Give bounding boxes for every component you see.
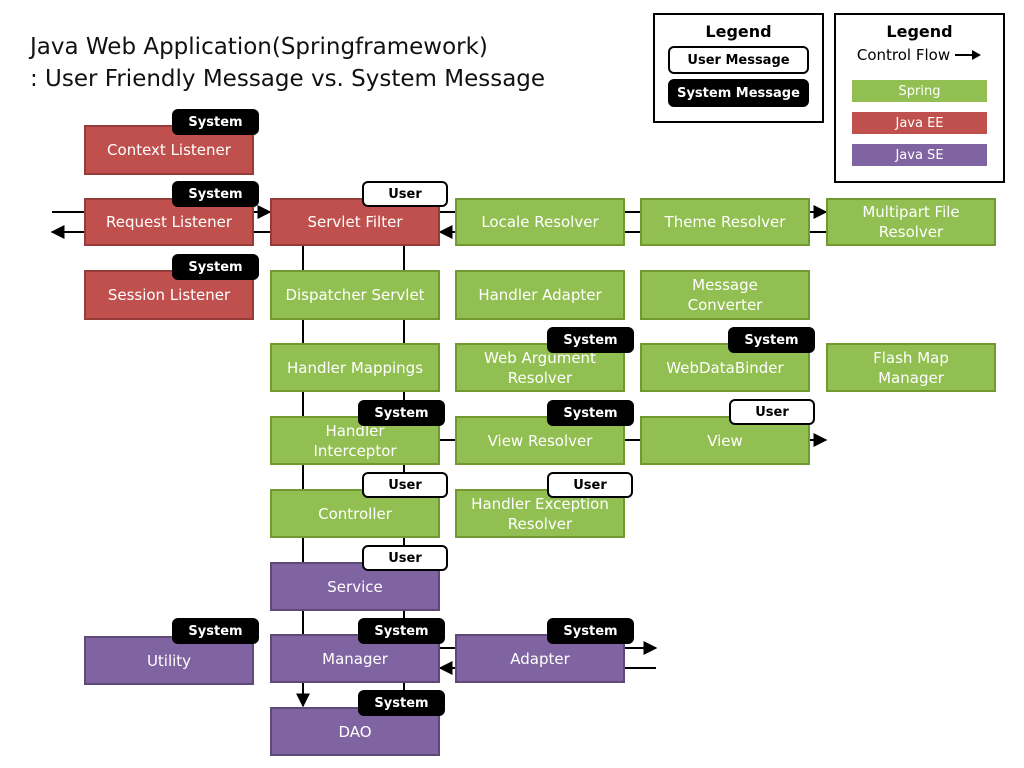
message-legend-title: Legend: [705, 22, 772, 41]
handler-mappings-box: Handler Mappings: [270, 343, 440, 392]
flash-map-manager-label: Flash Map Manager: [873, 348, 949, 387]
legend-user-message: User Message: [668, 46, 809, 74]
layer-legend-title: Legend: [886, 22, 953, 41]
arrow-right-icon: [955, 50, 982, 60]
view-label: View: [707, 431, 743, 450]
session-listener-label: Session Listener: [107, 286, 231, 304]
utility-system-tag: System: [172, 618, 259, 644]
utility-label: Utility: [146, 651, 192, 670]
adapter-label: Adapter: [510, 649, 570, 668]
request-listener-label: Request Listener: [105, 213, 233, 231]
handler-interceptor-label: Handler Interceptor: [313, 421, 397, 460]
servlet-filter-label: Servlet Filter: [307, 213, 403, 231]
handler-exception-resolver-label: Handler Exception Resolver: [471, 494, 609, 533]
flash-map-manager-box: Flash Map Manager: [826, 343, 996, 392]
handler-adapter-label: Handler Adapter: [478, 286, 602, 304]
servlet-filter-box: Servlet Filter: [270, 198, 440, 246]
view-user-tag: User: [729, 399, 815, 425]
handler-mappings-label: Handler Mappings: [286, 358, 424, 377]
legend-java-ee-swatch: Java EE: [850, 110, 989, 136]
context-listener-label: Context Listener: [107, 141, 231, 159]
handler-exception-resolver-user-tag: User: [547, 472, 633, 498]
handler-interceptor-system-tag: System: [358, 400, 445, 426]
legend-system-message: System Message: [668, 79, 809, 107]
manager-system-tag: System: [358, 618, 445, 644]
request-listener-system-tag: System: [172, 181, 259, 207]
message-converter-box: Message Converter: [640, 270, 810, 320]
message-legend: Legend User Message System Message: [653, 13, 824, 123]
legend-java-se-swatch: Java SE: [850, 142, 989, 168]
dispatcher-servlet-label: Dispatcher Servlet: [285, 286, 425, 304]
multipart-file-resolver-box: Multipart File Resolver: [826, 198, 996, 246]
dao-system-tag: System: [358, 690, 445, 716]
webdatabinder-label: WebDataBinder: [666, 358, 784, 377]
utility-box: Utility: [84, 636, 254, 685]
webdatabinder-system-tag: System: [728, 327, 815, 353]
handler-adapter-box: Handler Adapter: [455, 270, 625, 320]
service-label: Service: [327, 577, 383, 596]
adapter-system-tag: System: [547, 618, 634, 644]
locale-resolver-label: Locale Resolver: [481, 213, 599, 231]
webdatabinder-box: WebDataBinder: [640, 343, 810, 392]
diagram-title-line1: Java Web Application(Springframework): [30, 34, 488, 60]
adapter-box: Adapter: [455, 634, 625, 683]
servlet-filter-user-tag: User: [362, 181, 448, 207]
context-listener-system-tag: System: [172, 109, 259, 135]
web-argument-resolver-label: Web Argument Resolver: [484, 348, 596, 387]
service-box: Service: [270, 562, 440, 611]
diagram-title-line2: : User Friendly Message vs. System Messa…: [30, 66, 546, 92]
web-argument-resolver-box: Web Argument Resolver: [455, 343, 625, 392]
manager-label: Manager: [322, 649, 388, 668]
message-converter-label: Message Converter: [687, 276, 763, 314]
view-box: View: [640, 416, 810, 465]
theme-resolver-label: Theme Resolver: [664, 213, 786, 231]
legend-control-flow: Control Flow: [836, 44, 1003, 66]
web-argument-resolver-system-tag: System: [547, 327, 634, 353]
multipart-file-resolver-label: Multipart File Resolver: [862, 203, 960, 241]
service-user-tag: User: [362, 545, 448, 571]
view-resolver-system-tag: System: [547, 400, 634, 426]
session-listener-box: Session Listener: [84, 270, 254, 320]
dispatcher-servlet-box: Dispatcher Servlet: [270, 270, 440, 320]
locale-resolver-box: Locale Resolver: [455, 198, 625, 246]
legend-spring-swatch: Spring: [850, 78, 989, 104]
layer-legend: Legend Control Flow Spring Java EE Java …: [834, 13, 1005, 183]
dao-label: DAO: [338, 722, 372, 741]
theme-resolver-box: Theme Resolver: [640, 198, 810, 246]
controller-label: Controller: [318, 504, 392, 523]
view-resolver-label: View Resolver: [487, 431, 593, 450]
session-listener-system-tag: System: [172, 254, 259, 280]
legend-control-flow-label: Control Flow: [856, 46, 951, 64]
controller-user-tag: User: [362, 472, 448, 498]
